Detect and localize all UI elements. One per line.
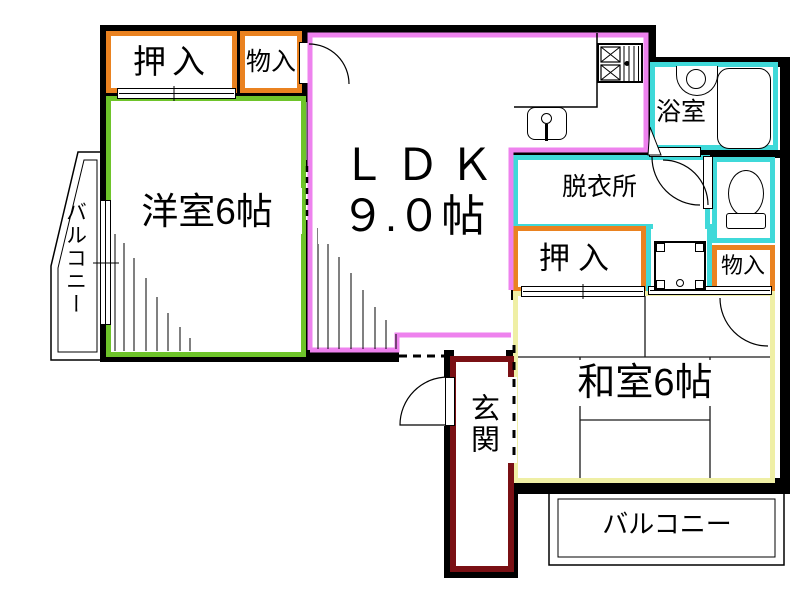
wall-genkan-left-top xyxy=(444,350,454,377)
label-ldk-size: ９.０帖 xyxy=(318,190,508,244)
wall-genkan-bottom xyxy=(444,568,518,578)
dressing-laundry-opening xyxy=(653,222,705,234)
label-storage-right: 物入 xyxy=(720,253,765,278)
room-storage-top-left xyxy=(240,31,302,93)
pan-corner xyxy=(695,243,704,252)
wall-left xyxy=(100,25,111,362)
pan-drain xyxy=(676,279,684,287)
pan-corner xyxy=(656,243,665,252)
label-entrance: 玄関 xyxy=(466,393,499,455)
window-western-left xyxy=(100,200,111,325)
label-balcony-bottom: バルコニー xyxy=(602,509,732,539)
door-arc-front xyxy=(399,376,449,426)
pan-corner xyxy=(695,280,704,289)
sliding-door-closet-left xyxy=(117,88,236,99)
label-closet-right: 押入 xyxy=(539,240,617,276)
wall-bottom-left xyxy=(100,352,399,362)
sliding-door-closet-right xyxy=(521,286,645,297)
wall-top xyxy=(100,25,656,33)
toilet-bowl xyxy=(728,170,764,217)
room-closet-top-left xyxy=(106,31,237,93)
label-balcony-left: バルコニー xyxy=(63,200,87,316)
label-bathroom: 浴室 xyxy=(655,97,706,126)
door-leaf-toilet xyxy=(703,156,713,209)
door-leaf-front xyxy=(445,377,455,426)
label-ldk-name: ＬＤＫ xyxy=(341,141,504,190)
toilet-base xyxy=(726,213,766,229)
wash-basin-bowl xyxy=(686,69,706,89)
door-leaf-bathroom xyxy=(649,147,701,157)
label-closet-top-left: 押入 xyxy=(133,42,211,80)
room-entrance xyxy=(450,356,514,572)
wall-genkan-left-bottom xyxy=(444,426,454,578)
entrance-right-opening xyxy=(506,377,517,463)
bathtub xyxy=(717,68,771,149)
label-dressing-room: 脱衣所 xyxy=(561,172,637,201)
label-storage-top-left: 物入 xyxy=(245,47,296,76)
door-leaf-ldk xyxy=(299,42,309,84)
faucet-icon xyxy=(541,113,552,124)
wall-right xyxy=(780,57,790,494)
pan-corner xyxy=(656,280,665,289)
label-japanese-room: 和室6帖 xyxy=(547,360,743,406)
label-western-room: 洋室6帖 xyxy=(112,188,302,234)
